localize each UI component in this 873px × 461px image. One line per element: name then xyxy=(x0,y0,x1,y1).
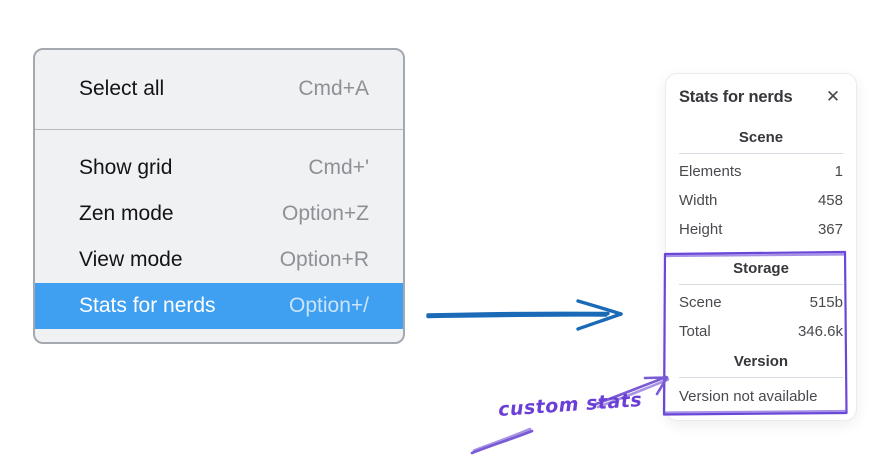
close-icon[interactable]: ✕ xyxy=(823,87,843,107)
menu-item-label: Stats for nerds xyxy=(79,294,216,317)
storage-section-heading: Storage xyxy=(733,260,789,277)
stats-panel-title: Stats for nerds xyxy=(679,87,793,106)
menu-item-stats-for-nerds[interactable]: Stats for nerds Option+/ xyxy=(35,283,403,329)
menu-divider xyxy=(35,129,403,130)
stat-value: 1 xyxy=(834,163,843,180)
menu-item-shortcut: Option+R xyxy=(279,248,369,271)
menu-item-label: Zen mode xyxy=(79,202,174,225)
menu-item-shortcut: Option+Z xyxy=(282,202,369,225)
context-menu: Select all Cmd+A Show grid Cmd+' Zen mod… xyxy=(33,48,405,344)
stat-row-height: Height 367 xyxy=(679,215,843,244)
menu-item-zen-mode[interactable]: Zen mode Option+Z xyxy=(35,191,403,237)
scene-section-heading: Scene xyxy=(738,129,784,146)
menu-item-shortcut: Cmd+' xyxy=(308,156,369,179)
stat-label: Width xyxy=(679,192,718,209)
stat-row-scene-storage: Scene 515b xyxy=(679,288,843,317)
stat-value: 367 xyxy=(817,221,843,238)
version-section-heading: Version xyxy=(733,353,789,370)
stat-row-width: Width 458 xyxy=(679,186,843,215)
version-note: Version not available xyxy=(679,388,818,405)
section-divider xyxy=(679,377,843,378)
menu-item-show-grid[interactable]: Show grid Cmd+' xyxy=(35,145,403,191)
section-divider xyxy=(679,284,843,285)
stats-panel: Stats for nerds ✕ Scene Elements 1 Width… xyxy=(665,73,857,421)
section-divider xyxy=(679,153,843,154)
menu-to-panel-arrow[interactable] xyxy=(426,299,623,331)
menu-item-label: Show grid xyxy=(79,156,173,179)
stat-label: Elements xyxy=(679,163,742,180)
stat-value: 458 xyxy=(817,192,843,209)
stat-row-total-storage: Total 346.6k xyxy=(679,317,843,346)
menu-item-view-mode[interactable]: View mode Option+R xyxy=(35,237,403,283)
menu-item-shortcut: Option+/ xyxy=(289,294,369,317)
menu-item-shortcut: Cmd+A xyxy=(298,77,369,100)
stat-label: Scene xyxy=(679,294,722,311)
menu-item-select-all[interactable]: Select all Cmd+A xyxy=(35,66,403,112)
menu-item-label: Select all xyxy=(79,77,165,100)
stat-row-elements: Elements 1 xyxy=(679,157,843,186)
stat-value: 515b xyxy=(809,294,843,311)
menu-item-label: View mode xyxy=(79,248,183,271)
stat-label: Height xyxy=(679,221,723,238)
stat-label: Total xyxy=(679,323,711,340)
custom-stats-label[interactable]: custom stats xyxy=(497,388,643,422)
stat-value: 346.6k xyxy=(797,323,843,340)
